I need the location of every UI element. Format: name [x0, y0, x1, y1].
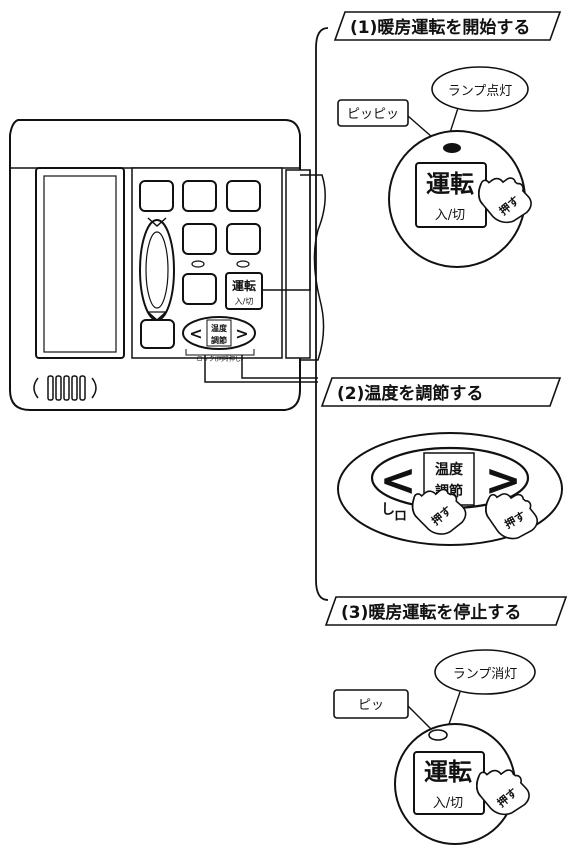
step2-temp-l1: 温度	[435, 461, 464, 478]
leader-lines	[204, 170, 318, 383]
remote-temp-l1: 温度	[211, 323, 228, 333]
step1-lamp-callout: ランプ点灯	[448, 84, 513, 99]
step3-run-sub: 入/切	[433, 796, 463, 811]
steps-bracket	[315, 27, 329, 601]
button-e[interactable]	[226, 223, 261, 255]
remote-right-arrow: >	[235, 324, 248, 343]
step1-heading-banner: (1)暖房運転を開始する	[333, 11, 562, 41]
button-f[interactable]	[182, 273, 217, 305]
remote-run-label: 運転	[232, 278, 256, 293]
remote-run-sub: 入/切	[235, 297, 254, 306]
step3-sound-callout: ピッ	[358, 698, 384, 713]
step2-heading-banner: (2)温度を調節する	[320, 377, 562, 407]
step3-illustration: ランプ消灯 ピッ 運転 入/切 押す	[333, 649, 536, 845]
step1-run-label: 運転	[426, 170, 474, 198]
step3-lamp-callout: ランプ消灯	[453, 667, 518, 682]
step2-illustration: < > 温度 調節 し ロ 押す 押す	[337, 432, 563, 546]
finger-press-icon-right: 押す	[483, 490, 540, 542]
remote-lock-label: ロック(同時押し)	[197, 355, 244, 363]
step3-run-label: 運転	[424, 758, 472, 786]
button-a[interactable]	[139, 180, 174, 212]
remote-temp-l2: 調節	[211, 335, 227, 345]
finger-press-icon-stop: 押す	[473, 764, 533, 820]
remote-run-button[interactable]	[225, 272, 263, 310]
lamp-off-icon	[428, 729, 448, 741]
step1-sound-callout: ピッピッ	[347, 107, 399, 122]
button-g[interactable]	[140, 319, 175, 349]
remote-left-arrow: <	[189, 324, 202, 343]
finger-press-icon: 押す	[475, 172, 535, 228]
button-d[interactable]	[182, 223, 217, 255]
remote-controller: 運転 入/切 < > 温度 調節 ロック(同時押し)	[9, 119, 326, 411]
lamp-on-icon	[443, 143, 461, 153]
finger-press-icon-left: 押す	[408, 482, 471, 541]
step3-heading: (3)暖房運転を停止する	[341, 602, 521, 623]
step3-heading-banner: (3)暖房運転を停止する	[324, 596, 568, 626]
step2-lock-short: し	[381, 502, 395, 518]
step2-heading: (2)温度を調節する	[337, 383, 483, 404]
step2-left-arrow: <	[380, 455, 417, 506]
button-c[interactable]	[226, 180, 261, 212]
step1-run-sub: 入/切	[435, 208, 465, 223]
button-b[interactable]	[182, 180, 217, 212]
step2-lock-short-b: ロ	[394, 509, 407, 524]
step1-heading: (1)暖房運転を開始する	[350, 17, 530, 38]
step1-illustration: ランプ点灯 ピッピッ 運転 入/切 押す	[337, 66, 535, 268]
speaker-grill	[33, 375, 97, 401]
